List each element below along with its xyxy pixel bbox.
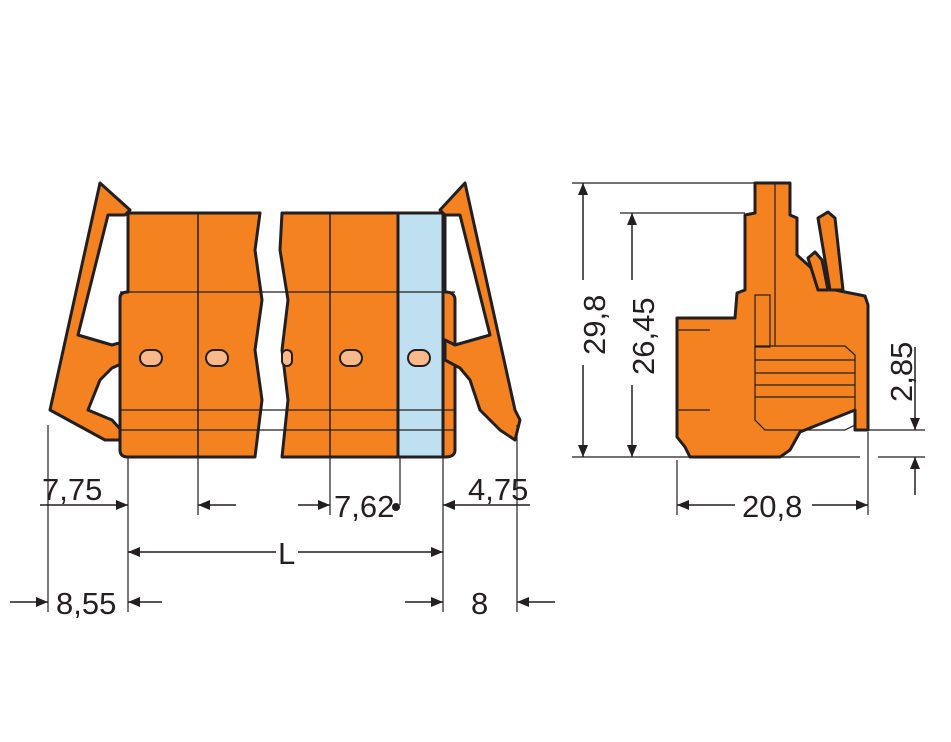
dim-label: 2,85 xyxy=(884,342,919,402)
side-latch xyxy=(816,210,845,292)
side-details xyxy=(677,183,856,431)
dimension-4-75: 4,75 xyxy=(443,472,530,510)
dimension-8-55: 8,55 xyxy=(10,586,162,621)
module-divisions xyxy=(120,213,455,457)
dim-label: L xyxy=(278,536,295,571)
dim-label: 26,45 xyxy=(626,297,661,375)
dimension-L: L xyxy=(128,536,443,571)
dimension-29-8: 29,8 xyxy=(577,183,612,457)
dimension-20-8: 20,8 xyxy=(677,489,868,524)
end-plate xyxy=(396,211,445,459)
side-view xyxy=(675,181,870,459)
left-latch xyxy=(48,181,132,442)
dim-label: 8,55 xyxy=(56,586,116,621)
dimension-26-45: 26,45 xyxy=(626,213,661,457)
wire-entry-holes xyxy=(139,349,431,367)
front-extension-lines xyxy=(47,425,518,612)
dimension-8: 8 xyxy=(405,586,555,621)
dimension-7-75: 7,75 xyxy=(40,472,128,510)
dim-label: 8 xyxy=(471,586,488,621)
dim-label: 20,8 xyxy=(742,489,802,524)
dim-label: 29,8 xyxy=(577,295,612,355)
dim-label: 7,75 xyxy=(42,472,102,507)
front-view xyxy=(48,181,522,459)
dim-label: 7,62 xyxy=(334,489,394,524)
dim-label: 4,75 xyxy=(468,472,528,507)
left-body-module xyxy=(118,211,264,459)
side-latch-tab xyxy=(806,250,830,292)
dimension-2-85: 2,85 xyxy=(884,342,920,495)
side-housing xyxy=(675,181,870,459)
dimension-7-62: 7,62 xyxy=(298,489,400,524)
